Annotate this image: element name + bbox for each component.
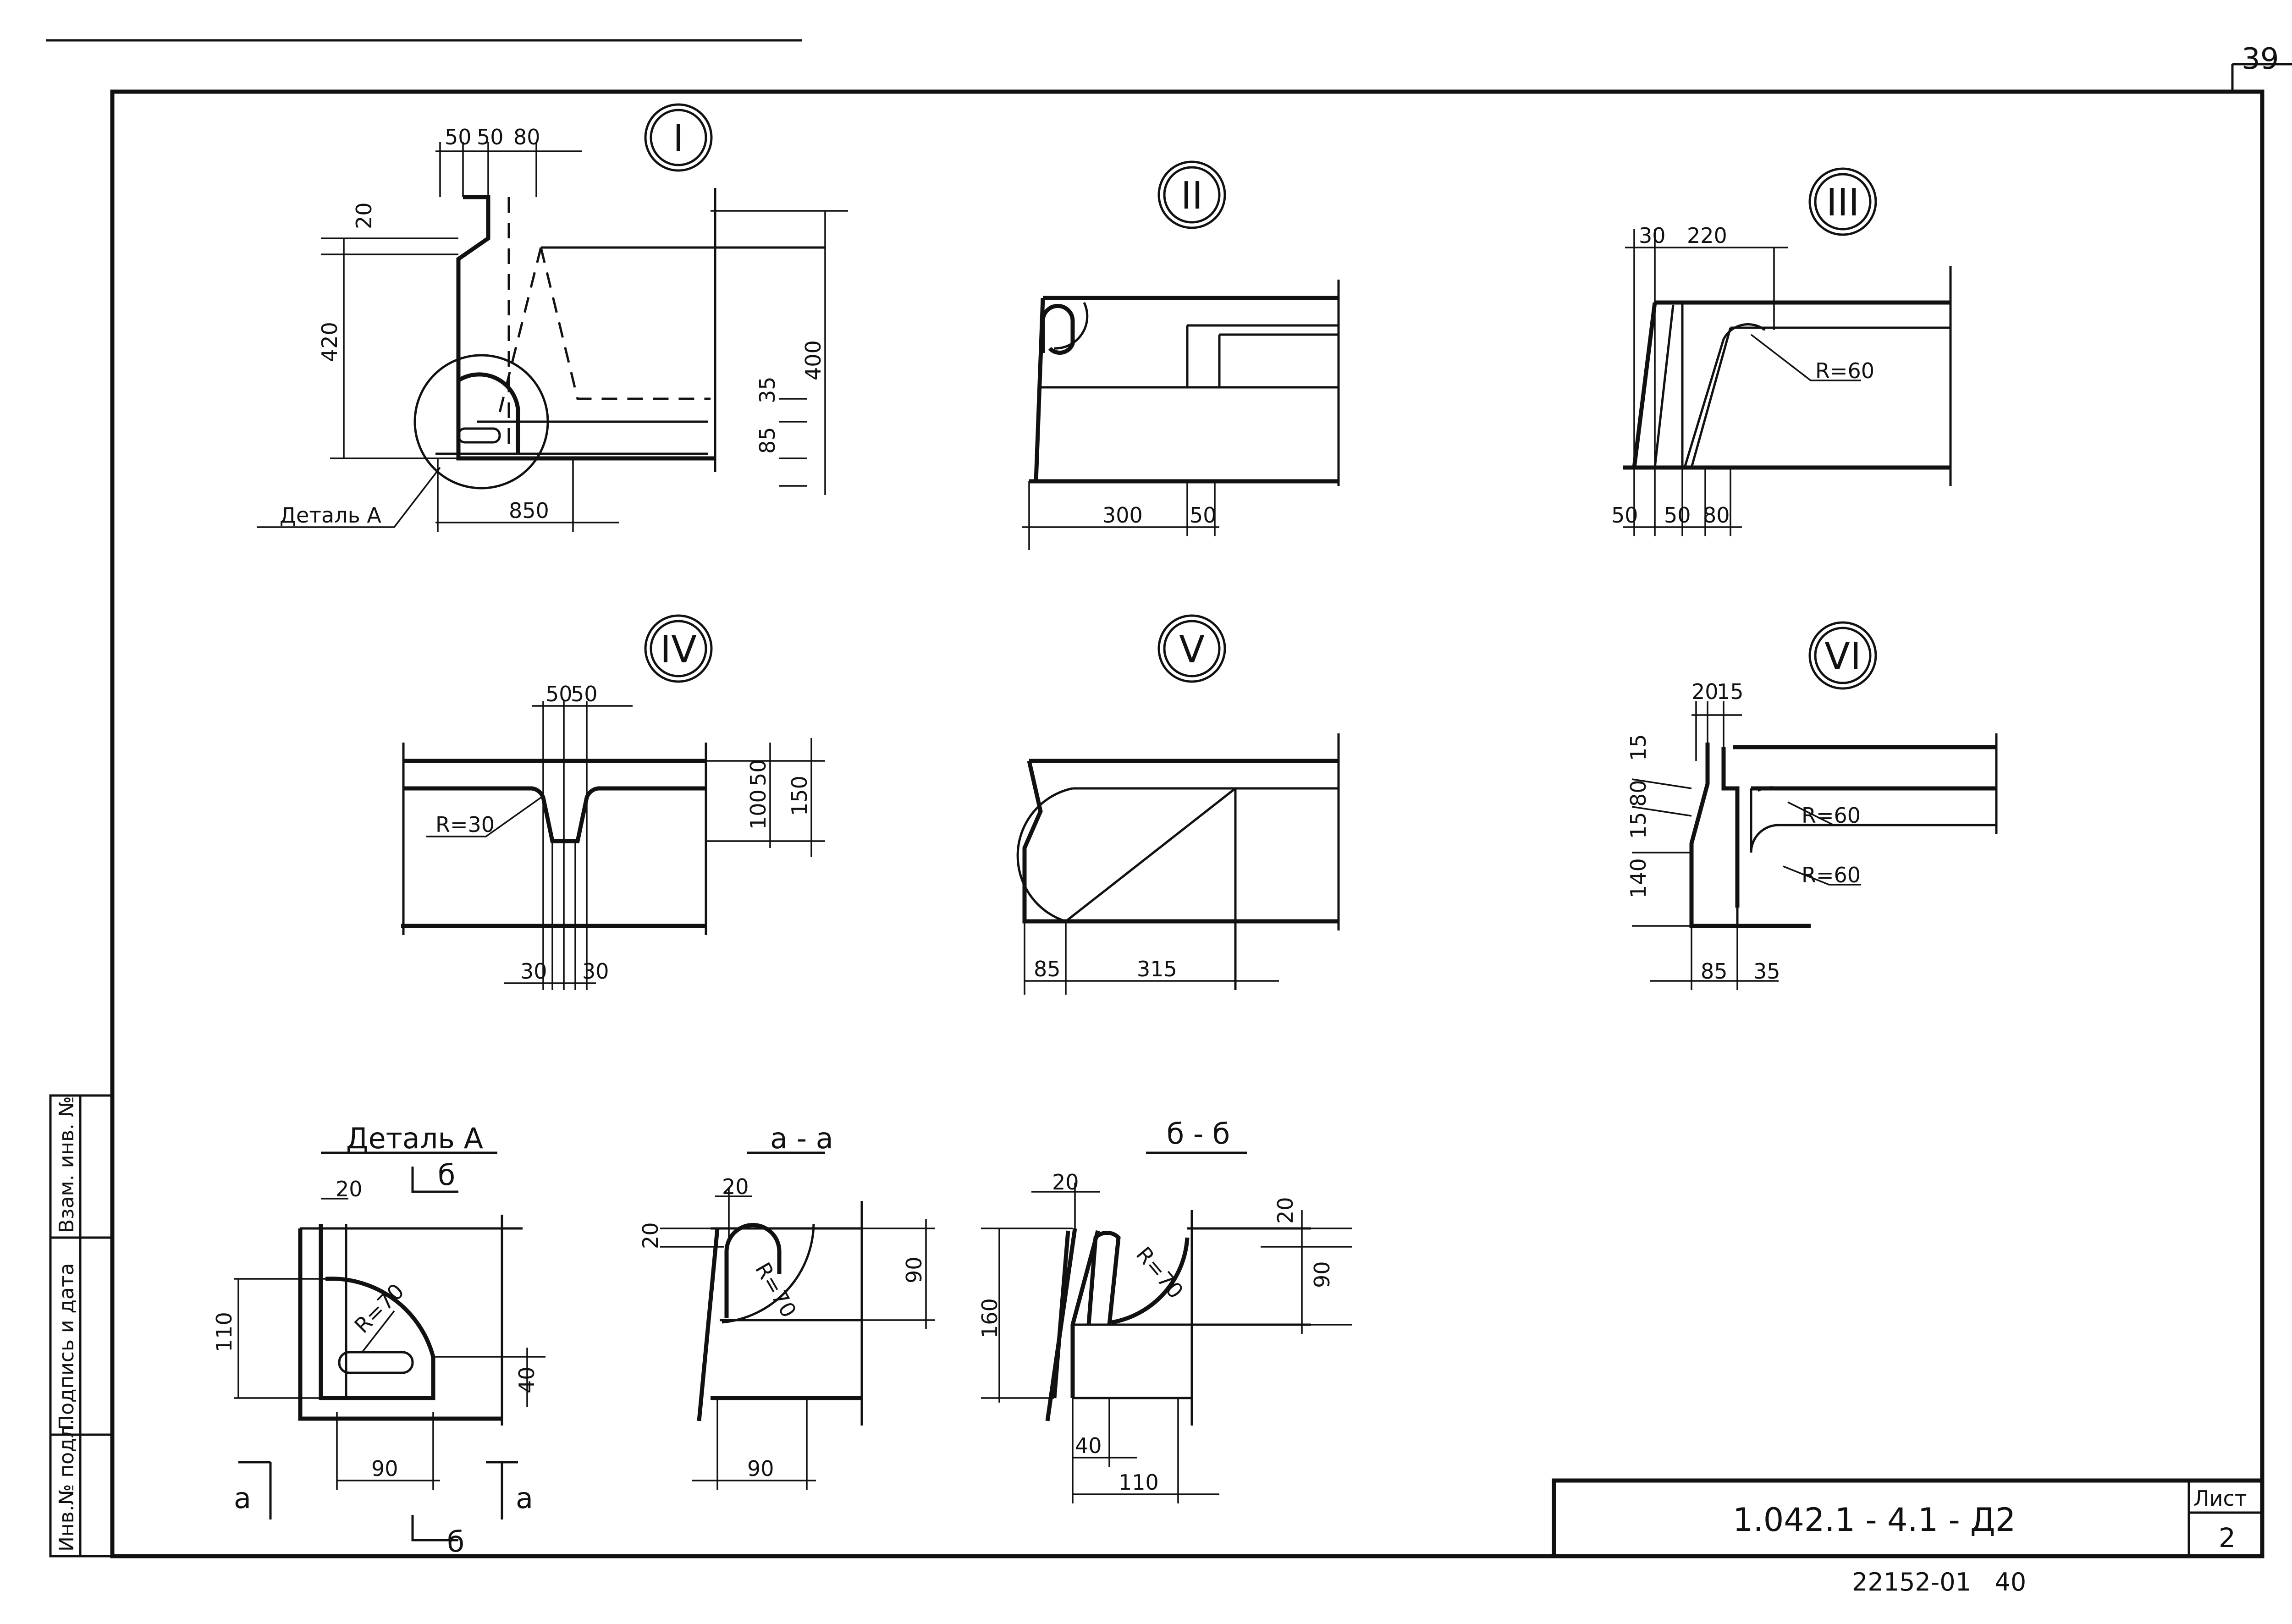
view-6: VI 20 15 15 80 15 140 R=60 R=60 85 35 [1626, 621, 1998, 990]
view-1-dim-c: 80 [513, 125, 540, 149]
section-aa-dim-b: 20 [638, 1222, 663, 1249]
view-1-dim-e: 420 [317, 322, 342, 362]
view-6-dim-f: 140 [1626, 858, 1651, 898]
view-6-dim-g: R=60 [1802, 803, 1861, 828]
view-3-label: III [1826, 181, 1860, 225]
view-6-dim-d: 80 [1626, 780, 1651, 807]
section-bb-dim-a: 20 [1052, 1170, 1079, 1195]
view-4-dim-c: R=30 [435, 812, 495, 837]
view-2-label: II [1181, 174, 1203, 218]
view-3-dim-d: 50 [1611, 503, 1638, 528]
view-1-dim-f: 400 [801, 340, 826, 380]
view-4-label: IV [660, 628, 697, 672]
stamp-cell-signature: Подпись и дата [55, 1263, 78, 1430]
sheet-number-top: 39 [2242, 42, 2279, 76]
view-1-dim-g: 35 [755, 376, 780, 403]
view-6-dim-c: 15 [1626, 734, 1651, 761]
view-6-dim-j: 35 [1753, 959, 1780, 984]
view-5-dim-b: 315 [1137, 957, 1177, 981]
detail-a-dim-a: 20 [336, 1177, 363, 1201]
section-aa-title: а - а [770, 1122, 833, 1155]
view-2-dim-b: 50 [1190, 503, 1217, 528]
view-6-dim-a: 20 [1691, 679, 1719, 704]
section-aa-dim-e: 90 [747, 1456, 774, 1481]
section-bb: б - б 20 R=70 160 20 90 40 110 [977, 1117, 1352, 1503]
stamp-cell-vzam-inv: Взам. инв. № [55, 1096, 78, 1233]
view-3-dim-e: 50 [1664, 503, 1691, 528]
detail-a-cut-a-left: а [234, 1481, 251, 1515]
title-block: 1.042.1 - 4.1 - Д2 Лист 2 [1552, 1478, 2264, 1558]
sheet-number: 2 [2219, 1522, 2236, 1553]
detail-a-dim-e: 90 [371, 1456, 398, 1481]
section-aa: а - а 20 20 R=70 90 90 [638, 1122, 935, 1490]
section-aa-dim-a: 20 [722, 1174, 749, 1199]
detail-a-dim-b: 110 [212, 1312, 237, 1352]
stamp-cell-inv-podl: Инв.№ подл. [55, 1419, 78, 1552]
view-3-dim-a: 30 [1639, 223, 1666, 248]
section-bb-dim-c: 160 [977, 1298, 1002, 1338]
view-4-dim-a: 50 [545, 682, 573, 706]
view-4-dim-g: 30 [520, 959, 547, 984]
detail-a-cut-b-bottom: б [447, 1525, 464, 1558]
view-1-dim-b: 50 [477, 125, 504, 149]
sheet-frame [46, 39, 2292, 1558]
view-4-dim-e: 50 [746, 759, 771, 786]
view-6-dim-e: 15 [1626, 812, 1651, 839]
view-6-dim-h: R=60 [1802, 863, 1861, 887]
section-aa-dim-d: 90 [902, 1256, 926, 1283]
view-4-dim-h: 30 [582, 959, 609, 984]
detail-a: Деталь А 20 110 R=70 40 90 а а б б [212, 1122, 545, 1558]
view-3-dim-c: R=60 [1815, 358, 1874, 383]
view-6-label: VI [1824, 635, 1861, 678]
view-1-dim-h: 85 [755, 427, 780, 454]
detail-a-cut-a-right: а [516, 1481, 533, 1515]
view-1: I 50 50 80 20 420 400 35 85 850 Деталь А [257, 103, 848, 532]
view-6-dim-b: 15 [1717, 679, 1744, 704]
bottom-note: 22152-01 40 [1852, 1568, 2026, 1596]
view-3-dim-b: 220 [1687, 223, 1727, 248]
view-3: III 30 220 R=60 50 50 80 [1611, 167, 1952, 536]
view-4: IV 50 50 R=30 100 50 150 30 30 [401, 614, 825, 990]
sheet-label: Лист [2193, 1486, 2247, 1511]
view-5-label: V [1179, 628, 1205, 672]
view-5-dim-a: 85 [1034, 957, 1061, 981]
section-bb-dim-e: 90 [1310, 1261, 1334, 1288]
section-bb-dim-f: 40 [1075, 1433, 1102, 1458]
section-bb-dim-d: 20 [1273, 1197, 1298, 1224]
view-1-label: I [673, 117, 684, 160]
drawing-code: 1.042.1 - 4.1 - Д2 [1733, 1501, 2016, 1539]
view-2: II 300 50 [1022, 160, 1340, 550]
detail-a-cut-b-top: б [438, 1158, 455, 1192]
view-4-dim-f: 150 [787, 776, 812, 816]
detail-a-title: Деталь А [346, 1122, 483, 1155]
view-1-detail-callout: Деталь А [280, 503, 381, 528]
section-bb-title: б - б [1167, 1117, 1230, 1151]
view-4-dim-b: 50 [571, 682, 598, 706]
view-4-dim-d: 100 [746, 789, 771, 830]
view-1-dim-i: 850 [509, 498, 549, 523]
section-bb-dim-g: 110 [1118, 1470, 1159, 1495]
view-3-dim-f: 80 [1703, 503, 1730, 528]
side-stamp: Инв.№ подл. Подпись и дата Взам. инв. № [49, 1094, 114, 1558]
view-5: V 85 315 [1016, 614, 1340, 995]
detail-a-dim-d: 40 [514, 1366, 539, 1393]
view-1-dim-d: 20 [352, 202, 376, 229]
view-2-dim-a: 300 [1102, 503, 1143, 528]
view-6-dim-i: 85 [1701, 959, 1728, 984]
view-1-dim-a: 50 [445, 125, 472, 149]
